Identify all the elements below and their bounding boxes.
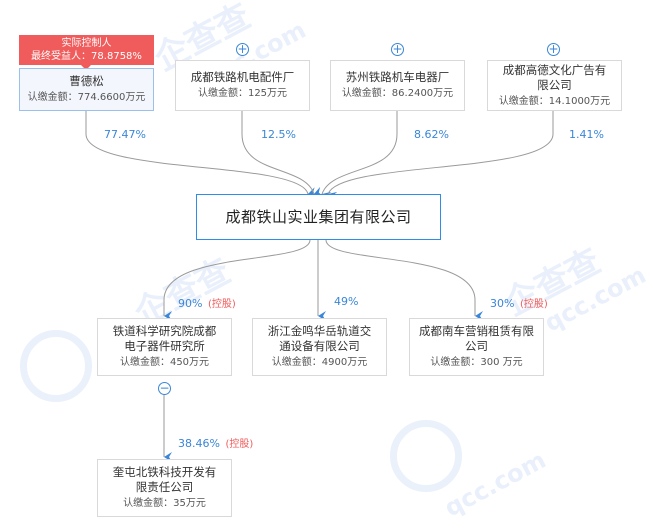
share-percent: 8.62%	[414, 128, 449, 141]
investment-name: 浙江金鸣华岳轨道交通设备有限公司	[267, 324, 372, 353]
investment-name: 成都南车营销租赁有限公司	[419, 324, 534, 353]
sub-investment-name: 奎屯北铁科技开发有限责任公司	[112, 465, 217, 494]
shareholder-name: 苏州铁路机车电器厂	[345, 70, 450, 84]
shareholder-amount: 认缴金额：774.6600万元	[27, 92, 146, 103]
sub-investment-amount: 认缴金额：35万元	[123, 498, 206, 509]
share-percent: 12.5%	[261, 128, 296, 141]
collapse-minus-icon[interactable]: −	[158, 381, 171, 395]
investment-node[interactable]: 成都南车营销租赁有限公司 认缴金额：300 万元	[409, 318, 544, 376]
watermark-logo	[390, 420, 462, 492]
investment-percent: 30% (控股)	[490, 295, 548, 310]
investment-edge	[163, 239, 311, 321]
controller-badge-line1: 实际控制人	[61, 38, 112, 49]
shareholder-name: 曹德松	[69, 74, 104, 88]
sub-investment-percent: 38.46% (控股)	[178, 435, 253, 450]
investment-amount: 认缴金额：4900万元	[271, 357, 368, 368]
expand-plus-icon[interactable]: +	[236, 42, 249, 56]
shareholder-edge	[85, 111, 317, 197]
center-company-name: 成都铁山实业集团有限公司	[225, 207, 412, 226]
shareholder-edge	[321, 111, 398, 202]
center-company-node[interactable]: 成都铁山实业集团有限公司	[196, 194, 441, 240]
shareholder-amount: 认缴金额：125万元	[197, 88, 288, 99]
shareholder-edge	[241, 111, 324, 197]
share-percent: 77.47%	[104, 128, 146, 141]
shareholder-name: 成都高德文化广告有限公司	[502, 62, 607, 92]
investment-edge	[325, 239, 483, 321]
investment-percent: 49%	[334, 295, 359, 308]
beneficiary-badge-line2: 最终受益人：78.8758%	[31, 51, 142, 62]
expand-plus-icon[interactable]: +	[547, 42, 560, 56]
investment-node[interactable]: 浙江金鸣华岳轨道交通设备有限公司 认缴金额：4900万元	[252, 318, 387, 376]
shareholder-amount: 认缴金额：14.1000万元	[498, 95, 611, 107]
sub-investment-percent-value: 38.46%	[178, 437, 220, 450]
investment-percent-value: 90%	[178, 297, 203, 310]
controlling-label: (控股)	[207, 299, 236, 310]
watermark-logo	[20, 330, 92, 402]
sub-investment-node[interactable]: 奎屯北铁科技开发有限责任公司 认缴金额：35万元	[97, 459, 232, 517]
investment-amount: 认缴金额：450万元	[119, 357, 210, 368]
shareholder-node[interactable]: 成都高德文化广告有限公司 认缴金额：14.1000万元	[487, 60, 622, 111]
shareholder-node[interactable]: 苏州铁路机车电器厂 认缴金额：86.2400万元	[330, 60, 465, 111]
controlling-label: (控股)	[225, 439, 254, 450]
shareholder-node[interactable]: 成都铁路机电配件厂 认缴金额：125万元	[175, 60, 310, 111]
controller-badge-pointer	[81, 65, 91, 70]
investment-name: 铁道科学研究院成都电子器件研究所	[112, 324, 217, 353]
investment-node[interactable]: 铁道科学研究院成都电子器件研究所 认缴金额：450万元	[97, 318, 232, 376]
investment-percent: 90% (控股)	[178, 295, 236, 310]
investment-amount: 认缴金额：300 万元	[430, 357, 523, 368]
expand-plus-icon[interactable]: +	[391, 42, 404, 56]
shareholder-name: 成都铁路机电配件厂	[190, 70, 295, 84]
investment-percent-value: 30%	[490, 297, 515, 310]
shareholder-edge	[327, 111, 554, 202]
shareholder-amount: 认缴金额：86.2400万元	[341, 88, 454, 99]
controlling-label: (控股)	[519, 299, 548, 310]
shareholder-person-node[interactable]: 曹德松 认缴金额：774.6600万元	[19, 68, 154, 111]
share-percent: 1.41%	[569, 128, 604, 141]
controller-badge: 实际控制人 最终受益人：78.8758%	[19, 35, 154, 65]
